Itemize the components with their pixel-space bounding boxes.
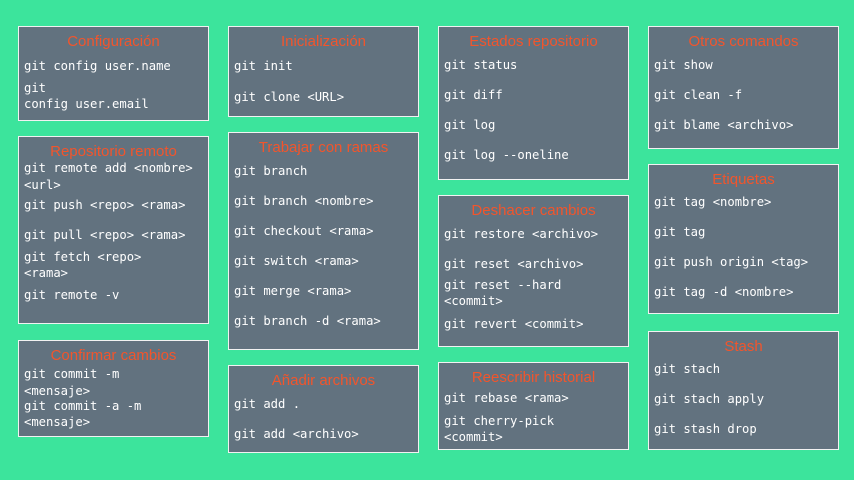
command-item: git reset --hard (444, 278, 562, 292)
card-anadir-archivos: Añadir archivos git add . git add <archi… (228, 365, 419, 453)
command-item: config user.email (24, 97, 149, 111)
command-item: git clone <URL> (234, 90, 345, 104)
card-title: Configuración (67, 33, 160, 50)
command-item: git commit -m (24, 367, 120, 381)
command-item: git log --oneline (444, 148, 569, 162)
command-item: <rama> (24, 266, 69, 280)
command-item: git blame <archivo> (654, 118, 794, 132)
command-item: <url> (24, 178, 61, 192)
command-item: git revert <commit> (444, 317, 584, 331)
command-item: git log (444, 118, 496, 132)
command-item: git add . (234, 397, 301, 411)
command-item: git push <repo> <rama> (24, 198, 186, 212)
command-item: git (24, 81, 47, 95)
command-item: git commit -a -m (24, 399, 142, 413)
command-item: git branch <nombre> (234, 194, 374, 208)
command-item: git remote -v (24, 288, 120, 302)
command-item: git stach apply (654, 392, 765, 406)
command-item: git tag (654, 225, 706, 239)
command-item: git remote add <nombre> (24, 161, 193, 175)
command-item: git init (234, 59, 293, 73)
command-item: git clean -f (654, 88, 743, 102)
card-stash: Stash git stach git stach apply git stas… (648, 331, 839, 450)
command-item: git push origin <tag> (654, 255, 809, 269)
card-confirmar-cambios: Confirmar cambios git commit -m <mensaje… (18, 340, 209, 437)
card-title: Estados repositorio (469, 33, 598, 50)
command-item: git config user.name (24, 59, 171, 73)
command-item: <commit> (444, 430, 503, 444)
command-item: git stash drop (654, 422, 757, 436)
command-item: git branch (234, 164, 308, 178)
card-title: Etiquetas (712, 171, 775, 188)
command-item: git show (654, 58, 713, 72)
command-item: git tag -d <nombre> (654, 285, 794, 299)
command-item: git reset <archivo> (444, 257, 584, 271)
card-trabajar-con-ramas: Trabajar con ramas git branch git branch… (228, 132, 419, 350)
command-item: git diff (444, 88, 503, 102)
command-item: git cherry-pick (444, 414, 555, 428)
command-item: git tag <nombre> (654, 195, 772, 209)
card-title: Inicialización (280, 33, 367, 50)
command-item: <commit> (444, 294, 503, 308)
card-title: Confirmar cambios (50, 347, 177, 364)
command-item: git status (444, 58, 518, 72)
command-item: git pull <repo> <rama> (24, 228, 186, 242)
command-item: git stach (654, 362, 721, 376)
command-item: git restore <archivo> (444, 227, 599, 241)
card-title: Reescribir historial (471, 369, 596, 386)
card-title: Añadir archivos (271, 372, 376, 389)
card-etiquetas: Etiquetas git tag <nombre> git tag git p… (648, 164, 839, 314)
command-item: <mensaje> (24, 384, 91, 398)
card-inicializacion: Inicialización git init git clone <URL> (228, 26, 419, 117)
card-title: Deshacer cambios (471, 202, 596, 219)
card-reescribir-historial: Reescribir historial git rebase <rama> g… (438, 362, 629, 450)
card-title: Otros comandos (688, 33, 799, 50)
card-otros-comandos: Otros comandos git show git clean -f git… (648, 26, 839, 149)
card-configuracion: Configuración git config user.name git c… (18, 26, 209, 121)
command-item: git fetch <repo> (24, 250, 142, 264)
command-item: <mensaje> (24, 415, 91, 429)
card-title: Trabajar con ramas (258, 139, 389, 156)
command-item: git merge <rama> (234, 284, 352, 298)
card-title: Repositorio remoto (50, 143, 177, 160)
card-estados-repositorio: Estados repositorio git status git diff … (438, 26, 629, 180)
command-item: git checkout <rama> (234, 224, 374, 238)
card-repositorio-remoto: Repositorio remoto git remote add <nombr… (18, 136, 209, 324)
command-item: git add <archivo> (234, 427, 359, 441)
command-item: git switch <rama> (234, 254, 359, 268)
command-item: git rebase <rama> (444, 391, 569, 405)
card-deshacer-cambios: Deshacer cambios git restore <archivo> g… (438, 195, 629, 347)
card-title: Stash (724, 338, 763, 355)
command-item: git branch -d <rama> (234, 314, 381, 328)
